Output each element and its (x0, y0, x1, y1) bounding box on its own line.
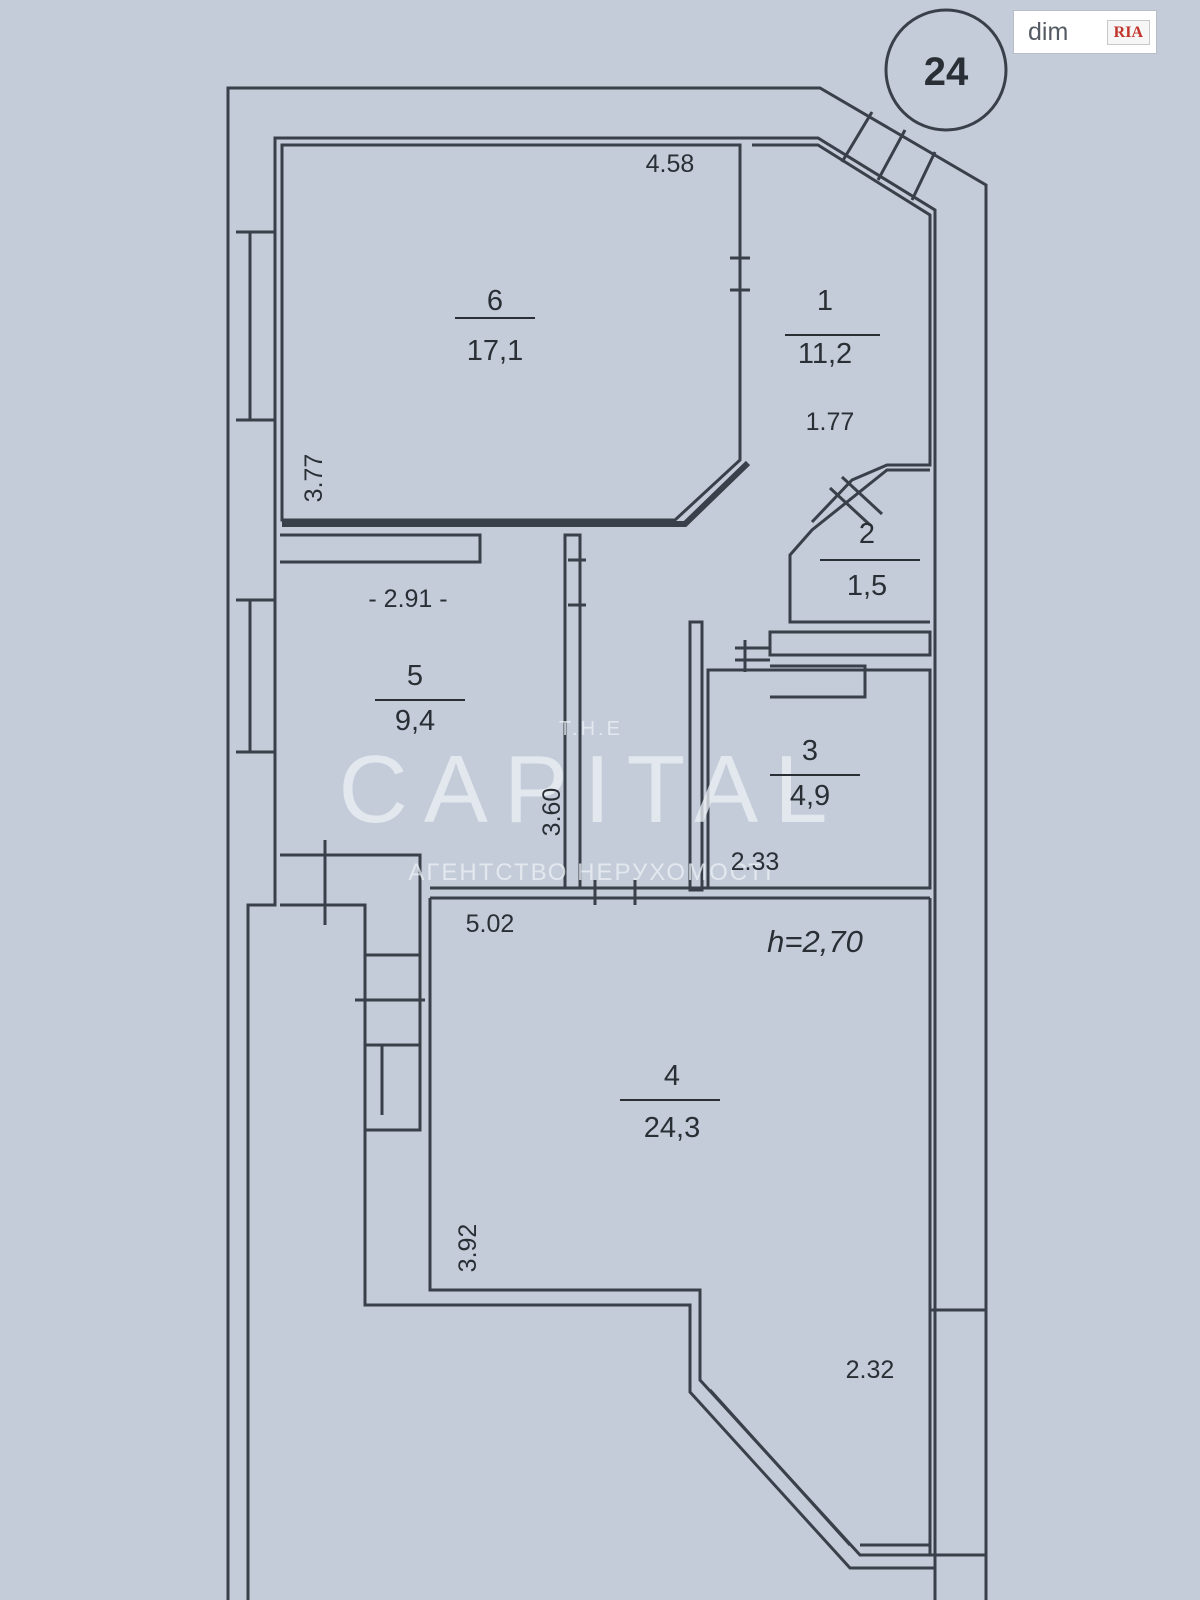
window-right (930, 1308, 986, 1557)
watermark-main: CAPITAL (339, 736, 844, 843)
walls (226, 86, 988, 1600)
outer-wall-inner (246, 136, 937, 1600)
window-bay (708, 1388, 930, 1557)
room-1-number: 1 (817, 285, 833, 317)
room-2-number: 2 (859, 518, 875, 550)
room-1-area: 11,2 (798, 338, 852, 370)
dim-label: 2.32 (846, 1356, 895, 1384)
plan-number-circle: 24 (884, 8, 1008, 132)
dim-ria-badge[interactable]: dim RIA (1013, 10, 1157, 54)
room-3-area: 4,9 (790, 780, 830, 812)
entrance-door (323, 840, 425, 1115)
door-room5 (568, 558, 586, 607)
door-4 (593, 880, 637, 905)
wall-4-top (430, 886, 930, 900)
wall-6-5 (282, 460, 751, 527)
room-4-number: 4 (664, 1060, 680, 1092)
outer-wall (226, 86, 988, 1600)
watermark-sub: АГЕНТСТВО НЕРУХОМОСТІ (408, 859, 773, 886)
dim-label: 3.77 (300, 454, 328, 503)
dimension-labels: 4.58 1.77 3.77 - 2.91 - 3.60 2.33 5.02 3… (300, 150, 894, 1384)
badge-brand: dim (1028, 17, 1069, 46)
room-6-number: 6 (487, 285, 503, 317)
dim-label: 5.02 (466, 910, 515, 938)
room-5-outline (280, 533, 482, 564)
room-2-area: 1,5 (847, 570, 887, 602)
wall-utility2 (770, 664, 867, 699)
dim-label: 4.58 (646, 150, 695, 178)
room-1-outline (752, 143, 932, 524)
dim-label: 3.60 (538, 788, 566, 837)
dim-label: - 2.91 - (368, 585, 447, 613)
door-room2 (828, 475, 884, 527)
wall-corridor (688, 620, 704, 892)
ceiling-height: h=2,70 (767, 924, 863, 959)
dim-label: 1.77 (806, 408, 855, 436)
watermark-top: T.H.E (559, 718, 623, 740)
room-5-area: 9,4 (395, 705, 435, 737)
window-left-mid (236, 598, 275, 754)
dim-label: 3.92 (454, 1224, 482, 1273)
room-4-outline (428, 898, 932, 1557)
wall-utility (768, 630, 932, 657)
room-6-area: 17,1 (467, 335, 523, 367)
room-2-outline (788, 468, 930, 624)
room-4-outer (363, 1130, 935, 1570)
room-labels: 6 17,1 1 11,2 2 1,5 5 9,4 3 4,9 4 24,3 (375, 285, 920, 1144)
entrance-block (280, 853, 422, 1132)
room-6-outline (280, 143, 742, 522)
dim-label: 2.33 (731, 848, 780, 876)
ria-logo: RIA (1106, 19, 1150, 45)
watermark: T.H.E CAPITAL АГЕНТСТВО НЕРУХОМОСТІ (339, 718, 844, 886)
door-marks (735, 640, 770, 672)
room-3-number: 3 (802, 735, 818, 767)
window-corner (840, 111, 937, 201)
room-5-number: 5 (407, 660, 423, 692)
room-4-area: 24,3 (644, 1112, 700, 1144)
door-room6 (730, 256, 750, 292)
window-left-top (236, 230, 275, 422)
plan-number: 24 (924, 50, 969, 94)
